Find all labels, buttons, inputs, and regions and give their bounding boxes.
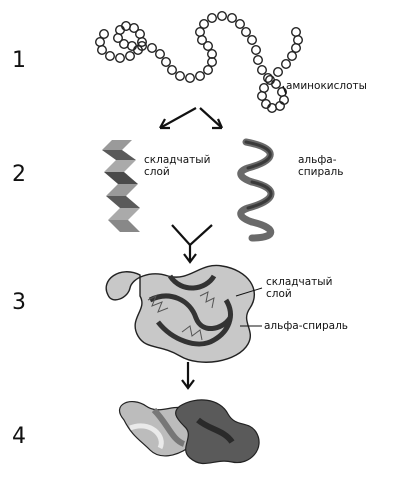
amino-acid-bead <box>176 72 185 81</box>
amino-acid-bead <box>126 52 135 61</box>
arrow-2-to-3 <box>172 225 212 262</box>
tertiary-structure <box>106 265 254 362</box>
stage-number-3: 3 <box>12 290 26 315</box>
amino-acid-bead <box>294 36 303 45</box>
amino-acid-bead <box>292 44 301 53</box>
pleated-sheet <box>102 140 140 232</box>
amino-acid-bead <box>236 20 245 29</box>
amino-acid-bead <box>292 28 301 37</box>
amino-acid-bead <box>200 20 209 29</box>
amino-acid-bead <box>274 68 283 77</box>
amino-acid-bead <box>252 46 261 55</box>
amino-acid-bead <box>204 66 213 75</box>
amino-acid-bead <box>264 74 273 83</box>
amino-acid-bead <box>258 66 267 75</box>
amino-acid-bead <box>148 44 157 53</box>
amino-acid-bead <box>116 54 125 63</box>
amino-acid-bead <box>218 12 227 21</box>
amino-acid-bead <box>156 50 165 59</box>
amino-acid-bead <box>198 36 207 45</box>
stage-number-1: 1 <box>12 48 26 73</box>
quaternary-structure <box>120 400 260 464</box>
amino-acids-label: аминокислоты <box>286 80 367 92</box>
amino-acid-bead <box>100 30 109 39</box>
amino-acid-bead <box>248 36 257 45</box>
arrow-3-to-4 <box>182 362 194 388</box>
amino-acid-bead <box>106 52 115 61</box>
alpha-helix <box>241 142 271 238</box>
amino-acid-bead <box>242 28 251 37</box>
amino-acid-bead <box>120 40 129 49</box>
alpha-helix-label-3: альфа-спираль <box>264 320 348 332</box>
amino-acid-bead <box>288 52 297 61</box>
pleated-sheet-label-2: складчатый слой <box>144 154 216 178</box>
alpha-helix-label-2: альфа-спираль <box>298 154 358 178</box>
amino-acid-bead <box>254 56 263 65</box>
amino-acid-bead <box>130 24 139 33</box>
amino-acid-bead <box>208 14 217 23</box>
stage-number-2: 2 <box>12 162 26 187</box>
stage-number-4: 4 <box>12 424 26 449</box>
pleated-sheet-label-3: складчатый слой <box>266 276 338 300</box>
amino-acid-bead <box>282 60 291 69</box>
arrow-1-to-2 <box>160 108 222 128</box>
amino-acid-bead <box>196 72 205 81</box>
primary-structure-chain <box>96 12 303 113</box>
amino-acid-bead <box>96 38 105 47</box>
amino-acid-bead <box>186 74 195 83</box>
amino-acid-bead <box>228 14 237 23</box>
amino-acid-bead <box>162 58 171 67</box>
amino-acid-bead <box>168 66 177 75</box>
amino-acid-bead <box>258 92 267 101</box>
amino-acid-bead <box>196 28 205 37</box>
amino-acid-bead <box>98 46 107 55</box>
amino-acid-bead <box>260 84 269 93</box>
